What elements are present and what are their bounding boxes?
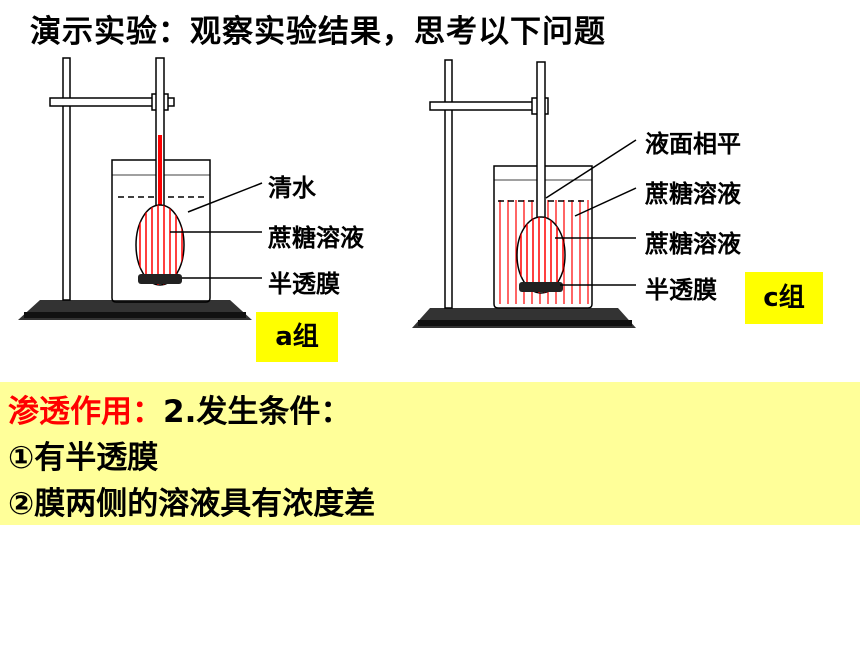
heading-conditions: 2.发生条件： — [163, 394, 352, 430]
conditions-heading: 渗透作用：2.发生条件： — [8, 386, 351, 431]
label-sucrose-outer-c: 蔗糖溶液 — [645, 180, 741, 208]
label-membrane-c: 半透膜 — [645, 276, 717, 304]
experiment-illustration — [18, 57, 637, 328]
label-membrane-a: 半透膜 — [268, 270, 340, 298]
label-sucrose-a: 蔗糖溶液 — [268, 224, 364, 252]
label-sucrose-inner-c: 蔗糖溶液 — [645, 230, 741, 258]
condition-1: ①有半透膜 — [8, 440, 159, 476]
heading-osmosis: 渗透作用： — [8, 394, 163, 430]
apparatus-c — [412, 59, 637, 328]
page-title: 演示实验：观察实验结果，思考以下问题 — [30, 14, 606, 50]
label-level-equal-c: 液面相平 — [645, 130, 741, 158]
group-a-tag: a组 — [256, 312, 338, 362]
group-c-tag: c组 — [745, 272, 823, 324]
condition-2: ②膜两侧的溶液具有浓度差 — [8, 486, 376, 522]
label-water-a: 清水 — [268, 174, 316, 202]
conditions-panel: 渗透作用：2.发生条件： ①有半透膜 ②膜两侧的溶液具有浓度差 — [0, 382, 860, 525]
apparatus-a — [18, 57, 263, 320]
